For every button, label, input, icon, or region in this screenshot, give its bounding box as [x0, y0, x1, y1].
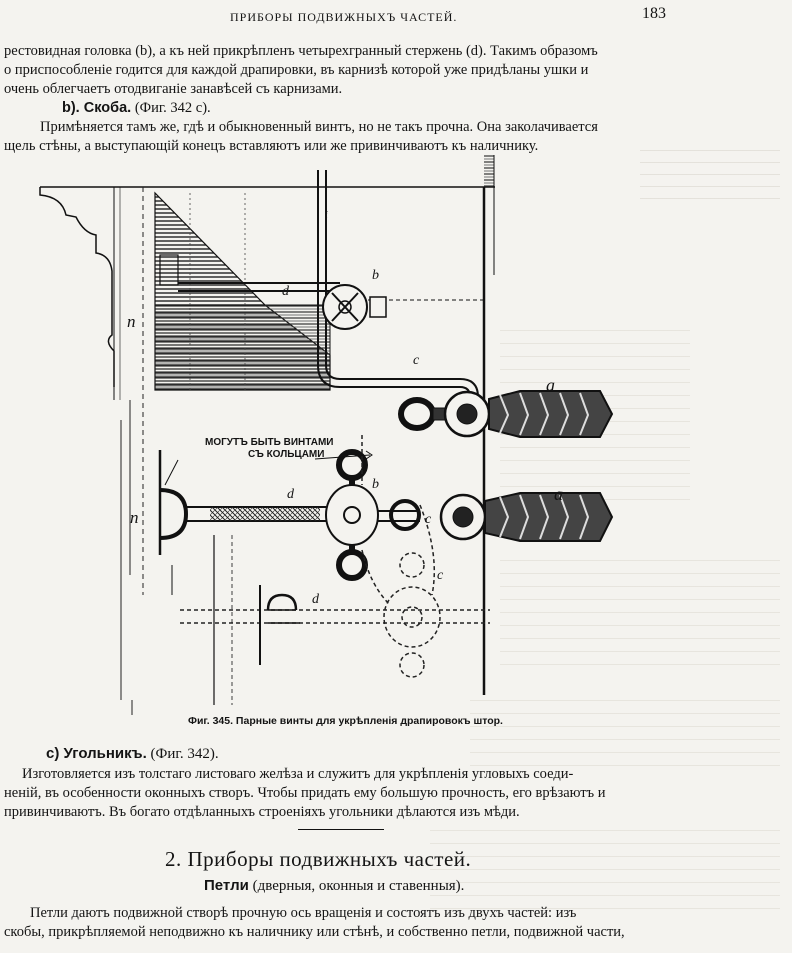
- figure-label-n: n: [130, 508, 139, 527]
- figure-label-c: c: [413, 353, 420, 368]
- figure-label-b: b: [372, 477, 379, 492]
- page-number: 183: [642, 5, 666, 22]
- note-arrows: [164, 450, 373, 486]
- paragraph-line: очень облегчаетъ отодвиганіе занавѣсей с…: [4, 81, 343, 97]
- figure-label-b: b: [372, 268, 379, 283]
- section-heading-c: c) Угольникъ. (Фиг. 342).: [46, 744, 219, 764]
- paragraph-line: о приспособленіе годится для каждой драп…: [4, 62, 589, 78]
- upper-screw-assembly: [159, 170, 484, 398]
- figure-label-d: d: [287, 487, 294, 502]
- cornice-profile: [39, 186, 495, 400]
- lower-screw-assembly: [158, 449, 614, 581]
- figure-caption: Фиг. 345. Парные винты для укрѣпленія др…: [188, 715, 503, 727]
- section-title: 2. Приборы подвижныхъ частей.: [165, 847, 472, 871]
- section-subtitle: Петли (дверныя, оконныя и ставенныя).: [204, 877, 464, 895]
- subtitle-term: Петли: [204, 877, 249, 894]
- figure-label-a: a: [554, 484, 563, 504]
- paragraph-line: неній, въ особенности оконныхъ створъ. Ч…: [4, 785, 606, 801]
- paragraph-line: Изготовляется изъ толстаго листоваго жел…: [22, 766, 574, 782]
- figure-label-c: c: [437, 568, 444, 583]
- paragraph-line: рестовидная головка (b), а къ ней прикрѣ…: [4, 43, 598, 59]
- figure-label-n: n: [127, 312, 136, 331]
- guide-lines-left: [120, 187, 144, 715]
- lower-bracket: [259, 585, 300, 665]
- paragraph-line: Петли даютъ подвижной створѣ прочную ось…: [30, 905, 577, 921]
- figure-345-drawing: [39, 155, 614, 715]
- section-label: c) Угольникъ.: [46, 745, 147, 762]
- frame-lines-bottom: [171, 535, 233, 705]
- paragraph-line: привинчиваютъ. Въ богато отдѣланныхъ стр…: [4, 804, 520, 820]
- upper-eye-screw: [398, 390, 614, 438]
- subtitle-detail: (дверныя, оконныя и ставенныя).: [252, 878, 465, 894]
- section-divider: [298, 829, 384, 830]
- paragraph-line: Примѣняется тамъ же, гдѣ и обыкновенный …: [40, 119, 598, 135]
- running-title: ПРИБОРЫ ПОДВИЖНЫХЪ ЧАСТЕЙ.: [230, 10, 458, 24]
- dashed-alternative-position: [180, 435, 490, 678]
- figure-reference: (Фиг. 342).: [150, 746, 219, 762]
- figure-note-line: МОГУТЪ БЫТЬ ВИНТАМИ: [205, 437, 334, 448]
- section-heading-b: b). Скоба. (Фиг. 342 c).: [62, 99, 211, 118]
- figure-label-d: d: [282, 284, 289, 299]
- figure-label-i: i: [325, 210, 328, 221]
- figure-note-line: СЪ КОЛЬЦАМИ: [248, 449, 325, 460]
- figure-reference: (Фиг. 342 c).: [134, 100, 211, 116]
- figure-label-a: a: [546, 375, 555, 395]
- paragraph-line: скобы, прикрѣпляемой неподвижно къ налич…: [4, 924, 625, 940]
- figure-label-d: d: [312, 592, 319, 607]
- paragraph-line: щель стѣны, а выступающій конецъ вставля…: [4, 138, 539, 154]
- figure-label-c: c: [425, 512, 432, 527]
- section-label: b). Скоба.: [62, 100, 132, 116]
